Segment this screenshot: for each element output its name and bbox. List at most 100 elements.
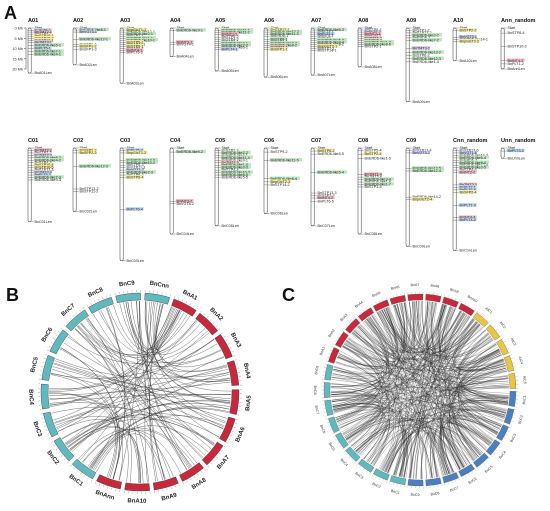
chromosome-c01: C01StartBnTMT2-2BnSTP2-2BnTMT3-3BnERD6-l… <box>27 138 64 224</box>
synteny-link <box>385 432 413 479</box>
gene-label: BnERD6-like11-4 <box>222 156 250 160</box>
synteny-link <box>371 368 507 466</box>
synteny-link <box>135 301 192 468</box>
gene-highlight <box>33 43 64 47</box>
circos-segment-label: BnA5 <box>245 395 253 412</box>
chromosome-a07: A07StartBnERD6-like5-3BnPLT4-1BnPLT1-1Bn… <box>310 18 347 77</box>
gene-label: BnSTP4-3 <box>222 37 239 41</box>
synteny-link <box>366 318 509 403</box>
gene-label: Start <box>365 26 373 30</box>
gene-label: BnERD6-like7-2 <box>413 38 439 42</box>
gene-label: BnERD6-like12-4 <box>413 169 442 173</box>
synteny-link <box>89 425 209 469</box>
gene-label: BnERD6-like4-1 <box>35 53 61 57</box>
circos-segment <box>214 334 233 360</box>
circos-segment <box>171 298 197 317</box>
chromosome-bar <box>310 147 315 227</box>
synteny-link <box>440 333 490 474</box>
gene-label: BnERD6-like9-1 <box>177 28 203 32</box>
gene-label: BnSTP5-3 <box>127 163 144 167</box>
circos-segment <box>458 303 475 317</box>
synteny-link <box>373 409 506 467</box>
panel-label-c: C <box>282 285 295 305</box>
circos-segment <box>229 389 240 415</box>
circos-segment <box>335 331 349 348</box>
gene-label: BnTMT2-3 <box>460 183 477 187</box>
circos-segment <box>442 296 459 308</box>
gene-label: BnA01Len <box>35 71 52 75</box>
circos-b: BnA1BnA2BnA3BnA4BnA5BnA6BnA7BnA8BnA9BnA1… <box>27 280 253 504</box>
gene-label: BnSTP14-1 <box>318 49 337 53</box>
synteny-link <box>67 378 231 448</box>
gene-label: BnSTP5-1 <box>127 40 144 44</box>
circos-segment <box>324 399 334 416</box>
synteny-link <box>77 325 222 367</box>
gene-highlight <box>125 175 144 179</box>
gene-highlight <box>269 29 302 34</box>
synteny-link <box>351 332 505 419</box>
gene-highlight <box>316 31 335 36</box>
synteny-link <box>439 304 494 441</box>
chromosome-a02: A02StartBnERD6-like8-1BnVGT3-1BnERD6-lik… <box>72 18 111 67</box>
synteny-link <box>78 320 197 358</box>
gene-label: BnERD6-like1-7 <box>365 182 391 186</box>
synteny-link <box>146 301 231 405</box>
gene-label: BnA09Len <box>413 100 430 104</box>
synteny-link <box>342 377 509 435</box>
synteny-link <box>332 403 448 475</box>
synteny-link <box>387 402 508 473</box>
synteny-link <box>432 302 464 469</box>
gene-label: BnVGT3-2 <box>413 151 430 155</box>
synteny-link <box>57 330 208 432</box>
synteny-link <box>394 301 415 476</box>
gene-highlight <box>33 162 54 167</box>
circos-segment-label: BnC1 <box>68 474 85 488</box>
gene-label: BnINT4-1 <box>127 49 143 53</box>
synteny-link <box>94 415 225 471</box>
circos-segment-label: BoC7 <box>449 486 459 493</box>
synteny-link <box>403 302 506 414</box>
circos-segment <box>124 482 150 492</box>
synteny-link <box>332 326 483 407</box>
synteny-link <box>421 365 506 479</box>
gene-highlight <box>220 47 239 51</box>
gene-label: BnVGT3-1 <box>80 30 97 34</box>
gene-label: BnINT4-2 <box>318 196 334 200</box>
gene-highlight <box>33 172 52 177</box>
circos-segment-label: BnA2 <box>328 328 336 338</box>
synteny-link <box>337 356 407 478</box>
gene-highlight <box>363 29 382 34</box>
gene-highlight <box>269 36 288 41</box>
gene-label: BnSTP10-3 <box>508 44 527 48</box>
synteny-link <box>395 330 487 476</box>
synteny-link <box>119 303 221 364</box>
chromosome-bar <box>500 147 505 159</box>
synteny-link <box>85 318 188 471</box>
gene-highlight <box>125 27 148 32</box>
gene-highlight <box>175 40 194 44</box>
circos-segment-label: BnA10 <box>467 295 478 304</box>
gene-highlight <box>411 150 430 155</box>
gene-highlight <box>269 31 302 36</box>
synteny-link <box>410 314 467 479</box>
gene-highlight <box>220 162 251 167</box>
chromosome-ann_random: Ann_randomStartBnSTP8-4BnSTP10-3BnINT4-2… <box>500 18 536 71</box>
gene-label: BnERD6-like13-2 <box>413 51 442 55</box>
synteny-link <box>426 301 466 349</box>
chromosome-name: A06 <box>264 18 274 24</box>
circos-segment-label: BoC3 <box>509 433 517 443</box>
gene-label: BnVGT1-6 <box>460 151 477 155</box>
chromosome-name: C09 <box>406 138 416 144</box>
gene-highlight <box>220 155 253 159</box>
gene-label: BnERD6-like5-5 <box>222 176 248 180</box>
gene-label: BnERD6-like9-4 <box>460 161 486 165</box>
gene-highlight <box>33 40 52 44</box>
circos-segment-label: BnA8 <box>430 283 439 288</box>
synteny-link <box>433 359 504 478</box>
gene-highlight <box>33 29 52 34</box>
gene-highlight <box>33 158 64 162</box>
synteny-link <box>440 332 488 475</box>
synteny-link <box>416 312 465 479</box>
